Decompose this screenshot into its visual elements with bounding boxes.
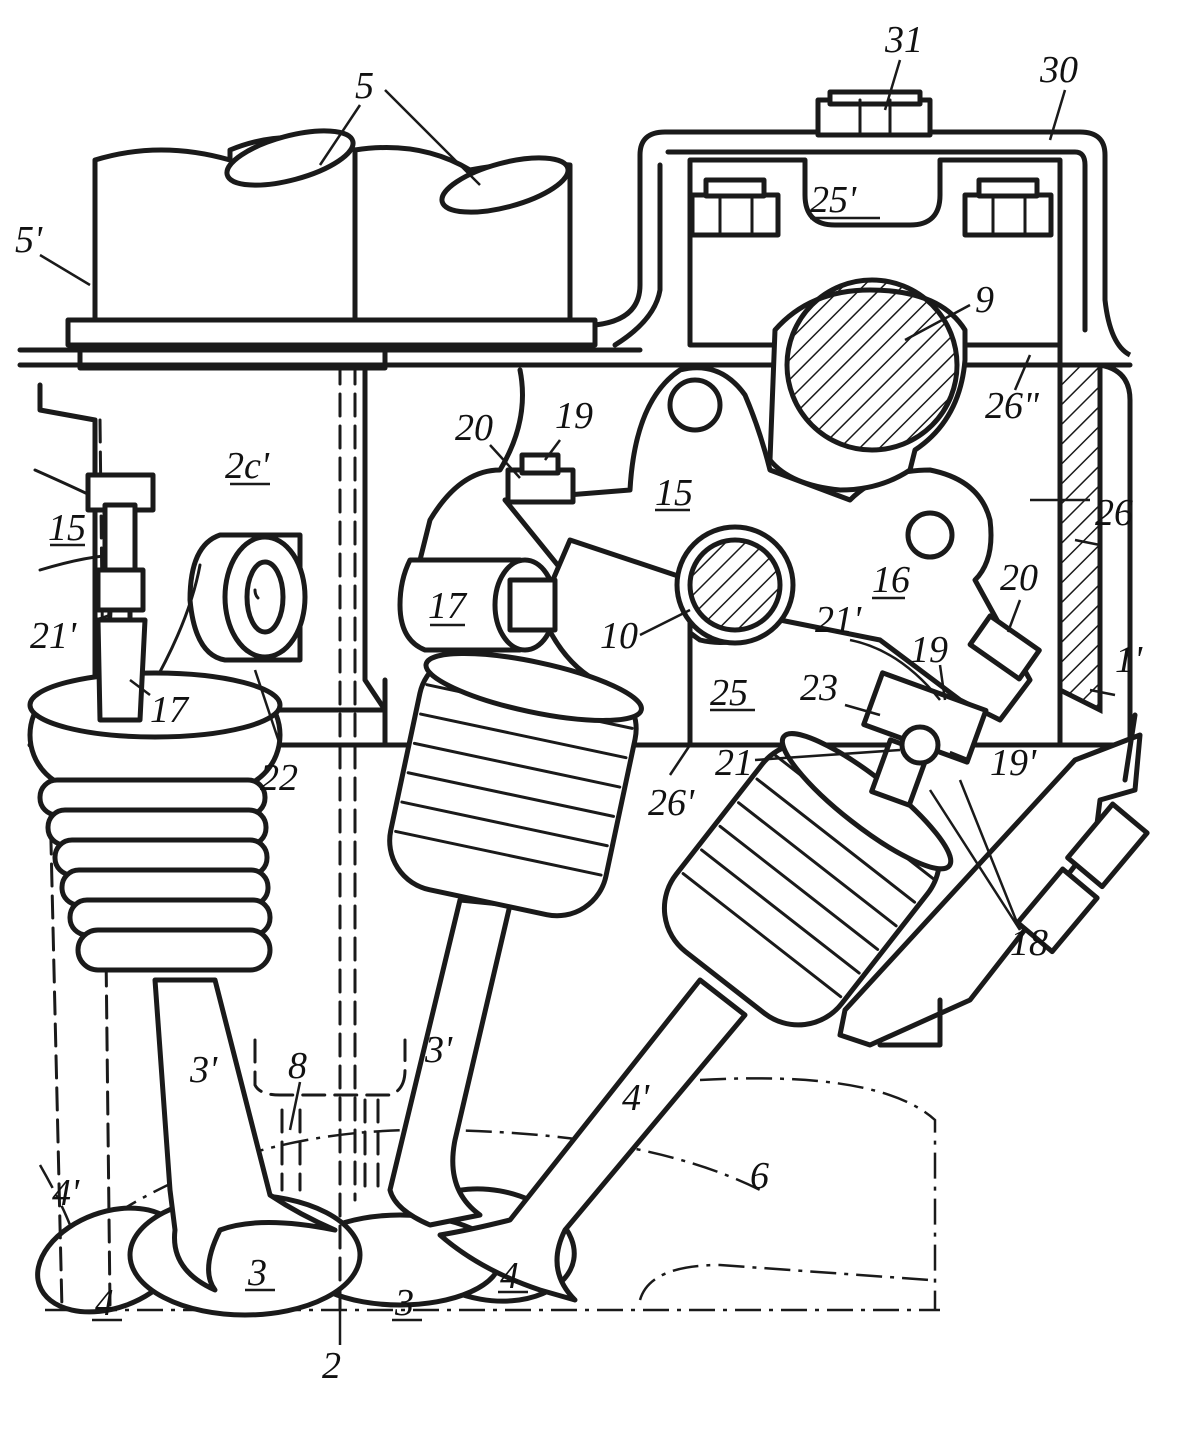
adjust-screw-upper <box>505 452 576 505</box>
label-25: 25 <box>710 672 748 714</box>
label-18: 18 <box>1010 922 1048 964</box>
label-3-prime-left: 3' <box>189 1049 218 1091</box>
camshaft-9 <box>767 277 968 493</box>
rocker-shaft-10 <box>674 524 796 646</box>
adjust-screw-right <box>967 613 1042 682</box>
right-wall-26 <box>1057 342 1133 783</box>
label-17-middle: 17 <box>428 585 468 627</box>
valve-4prime-right <box>437 977 748 1303</box>
label-10: 10 <box>600 615 638 657</box>
label-underlines <box>50 216 905 1322</box>
label-1-prime: 1' <box>1115 639 1143 681</box>
label-19-upper: 19 <box>555 395 593 437</box>
flange-plate <box>17 317 1133 371</box>
label-22: 22 <box>260 757 298 799</box>
cam-follower-22-left <box>33 468 308 692</box>
label-16: 16 <box>872 559 910 601</box>
misc-lines <box>253 588 943 1048</box>
label-8: 8 <box>288 1045 307 1087</box>
label-4-prime-left: 4' <box>52 1172 80 1214</box>
label-20-upper: 20 <box>455 407 493 449</box>
leader-lines <box>39 59 1116 1131</box>
label-17-left: 17 <box>150 689 190 731</box>
intake-ports-5 <box>92 128 573 328</box>
label-20-lower: 20 <box>1000 557 1038 599</box>
label-23: 23 <box>800 667 838 709</box>
valve-spring-middle <box>387 650 644 919</box>
label-15-left: 15 <box>48 507 86 549</box>
label-19-lower: 19 <box>910 629 948 671</box>
label-3-middle: 3 <box>394 1282 414 1324</box>
label-31: 31 <box>884 19 923 61</box>
label-3-left: 3 <box>247 1252 267 1294</box>
label-21-prime-right: 21' <box>815 599 862 641</box>
label-4-right: 4 <box>500 1255 519 1297</box>
valve-3prime-middle <box>387 897 513 1228</box>
label-5: 5 <box>355 65 374 107</box>
cam-follower-17-middle <box>397 557 558 653</box>
label-5-prime: 5' <box>15 219 43 261</box>
label-26-double-prime: 26" <box>985 385 1040 427</box>
valve-3prime-left <box>152 977 338 1293</box>
label-26: 26 <box>1095 492 1133 534</box>
label-2c-prime: 2c' <box>225 445 270 487</box>
valve-spring-right <box>661 731 954 1028</box>
label-4-prime-right: 4' <box>622 1077 650 1119</box>
label-26-prime: 26' <box>648 782 695 824</box>
label-6: 6 <box>750 1155 769 1197</box>
label-21: 21 <box>715 742 753 784</box>
label-30: 30 <box>1039 49 1078 91</box>
label-2: 2 <box>322 1345 341 1387</box>
flange-1prime <box>837 712 1150 1048</box>
reference-labels: 31 30 5 5' 25' 9 26" 2c' 20 19 15 15 26 … <box>15 19 1143 1387</box>
label-9: 9 <box>975 279 994 321</box>
label-4-left: 4 <box>95 1282 114 1324</box>
adjuster-23 <box>861 670 989 808</box>
label-21-prime-left: 21' <box>30 615 77 657</box>
label-15-right: 15 <box>655 472 693 514</box>
valve-spring-left <box>27 617 283 973</box>
label-3-prime-middle: 3' <box>424 1029 453 1071</box>
label-19-prime: 19' <box>990 742 1037 784</box>
label-25-prime: 25' <box>810 179 857 221</box>
bearing-block-25prime <box>687 157 1063 348</box>
